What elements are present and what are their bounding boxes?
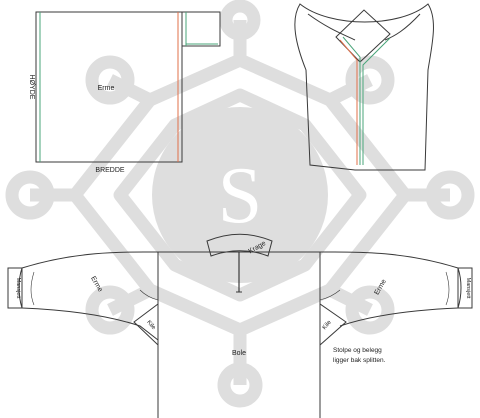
body-label: Bole: [232, 350, 246, 357]
right-gusset: [319, 303, 347, 347]
left-cuff: [7, 267, 23, 309]
left-gusset: [133, 303, 159, 347]
right-gusset-label: Kile: [322, 319, 333, 331]
collar-piece: [206, 233, 273, 257]
watermark-logo: [5, 0, 475, 408]
shirt-placket-lines: [339, 36, 391, 165]
left-cuff-label: Mansjett: [15, 278, 21, 299]
note-line-1: Stolpe og belegg: [333, 347, 382, 354]
watermark-letter: S: [218, 152, 263, 240]
right-cuff: [457, 267, 473, 309]
sleeve-piece: [35, 11, 221, 163]
right-sleeve: [319, 251, 462, 327]
watermark-center-disc: [152, 107, 328, 283]
note-line-2: ligger bak splitten.: [333, 357, 386, 364]
width-label: BREDDE: [95, 167, 125, 174]
height-label: HØYDE: [28, 75, 35, 100]
left-sleeve-label: Erme: [89, 275, 103, 293]
right-cuff-label: Mansjett: [465, 278, 471, 299]
sleeve-label: Erme: [98, 85, 115, 92]
left-gusset-label: Kile: [145, 320, 156, 332]
